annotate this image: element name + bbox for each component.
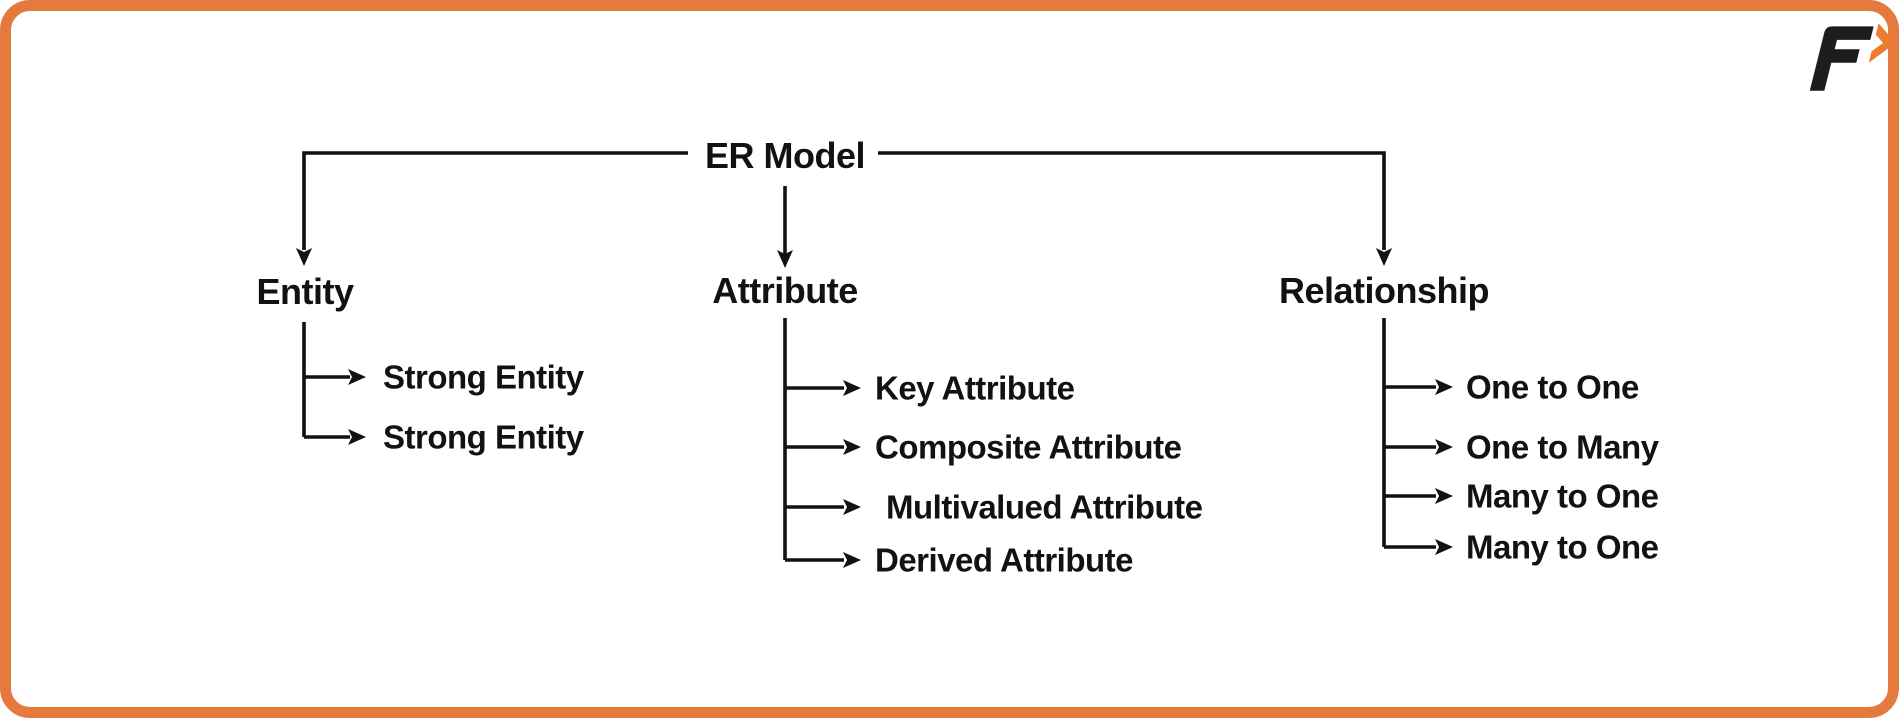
f-forward-arrow-logo bbox=[1809, 23, 1893, 91]
node-entity: Entity bbox=[256, 271, 354, 312]
node-strong-entity-2: Strong Entity bbox=[383, 418, 584, 456]
node-many-to-one-1: Many to One bbox=[1466, 477, 1659, 515]
node-one-to-many: One to Many bbox=[1466, 428, 1659, 466]
node-one-to-one: One to One bbox=[1466, 368, 1639, 406]
logo-glyph-group bbox=[1809, 23, 1893, 91]
node-multivalued-attribute: Multivalued Attribute bbox=[886, 488, 1203, 526]
node-composite-attribute: Composite Attribute bbox=[875, 428, 1182, 466]
node-relationship: Relationship bbox=[1278, 270, 1490, 311]
node-many-to-one-2: Many to One bbox=[1466, 528, 1659, 566]
node-key-attribute: Key Attribute bbox=[875, 369, 1075, 407]
node-attribute: Attribute bbox=[712, 270, 858, 311]
logo-f-icon bbox=[1809, 26, 1874, 91]
node-derived-attribute: Derived Attribute bbox=[875, 541, 1133, 579]
logo-arrow-icon bbox=[1868, 23, 1893, 63]
node-er-model: ER Model bbox=[704, 135, 866, 176]
node-strong-entity-1: Strong Entity bbox=[383, 358, 584, 396]
